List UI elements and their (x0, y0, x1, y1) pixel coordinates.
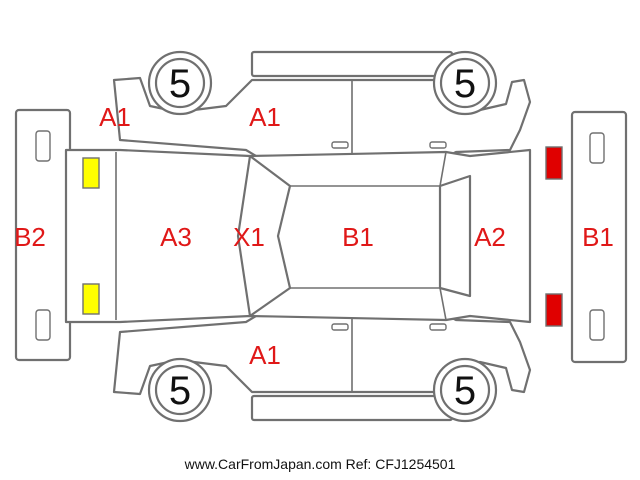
label-front-fender-left: A1 (99, 102, 131, 132)
tire-rear-left: 5 (432, 50, 498, 116)
tire-rear-right: 5 (432, 357, 498, 423)
label-door-left: A1 (249, 102, 281, 132)
tire-front-left-value: 5 (169, 62, 191, 106)
front-lamp-upper (82, 157, 100, 189)
front-lamp-lower (82, 283, 100, 315)
rear-lamp-lower (545, 293, 563, 327)
label-rear-bumper: B1 (582, 222, 614, 252)
label-door-right: A1 (249, 340, 281, 370)
tire-front-right-value: 5 (169, 369, 191, 413)
rear-lamp-upper (545, 146, 563, 180)
tire-front-right: 5 (147, 357, 213, 423)
rear-bumper (570, 110, 628, 364)
label-roof: B1 (342, 222, 374, 252)
label-trunk: A2 (474, 222, 506, 252)
tire-front-left: 5 (147, 50, 213, 116)
top-view-body (64, 148, 532, 324)
label-front-roof-edge: X1 (233, 222, 265, 252)
label-front-bumper: B2 (14, 222, 46, 252)
tire-rear-right-value: 5 (454, 369, 476, 413)
label-hood: A3 (160, 222, 192, 252)
tire-rear-left-value: 5 (454, 62, 476, 106)
watermark-reference: www.CarFromJapan.com Ref: CFJ1254501 (184, 456, 456, 472)
